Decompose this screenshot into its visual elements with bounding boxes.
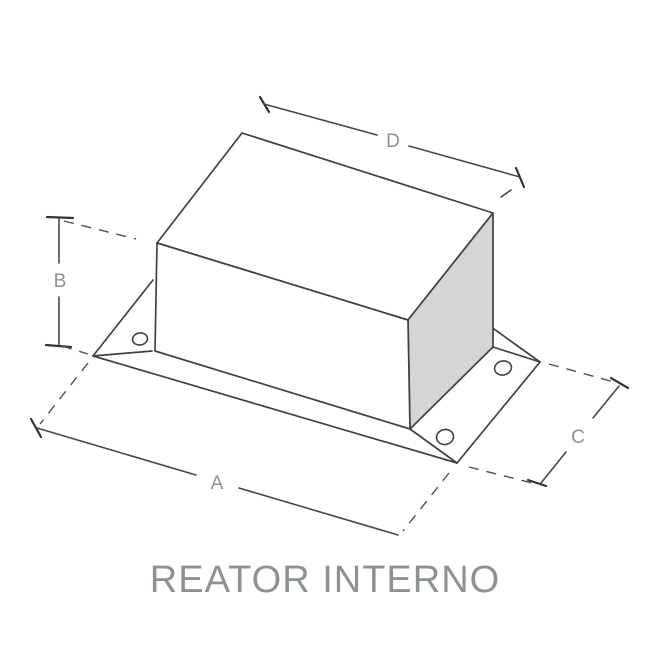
flange-back-left-edge (92, 279, 154, 357)
dimension-a-line-left (36, 427, 197, 476)
base-flange (92, 279, 541, 464)
dimension-c-tick-bottom (526, 478, 548, 488)
flange-left-corner-edge (92, 350, 153, 357)
dimension-b-extension-bottom (61, 345, 89, 355)
dimension-c-label: C (571, 427, 585, 448)
dimension-d: D (258, 95, 526, 198)
dimension-b-extension-top (63, 220, 137, 240)
dimension-a-extension-left (39, 362, 89, 425)
dimension-c-extension-top (548, 363, 615, 383)
dimension-a-tick-start (29, 417, 43, 439)
mounting-hole-left (131, 332, 149, 346)
dimension-b-label: B (54, 271, 67, 292)
mounting-hole-right-back (493, 360, 513, 376)
flange-back-right-edge (492, 346, 541, 363)
mounting-hole-right-front (435, 428, 455, 446)
flange-front-right-edge (456, 361, 541, 464)
dimension-b: B (44, 215, 137, 355)
dimension-d-line-right (408, 145, 521, 178)
dimension-c-line-top (592, 385, 620, 419)
reactor-box (154, 132, 494, 430)
dimension-d-tick-end (514, 166, 526, 189)
dimension-b-tick-bottom (44, 343, 73, 349)
diagram-title: REATOR INTERNO (150, 559, 500, 601)
flange-front-corner-edge (409, 428, 458, 464)
dimension-a: A (29, 362, 450, 536)
dimension-d-line-left (263, 103, 378, 136)
dimension-c: C (468, 363, 630, 488)
flange-right-gusset-edge (493, 328, 541, 363)
dimension-d-extension-dash (500, 189, 512, 198)
flange-front-left-edge (92, 355, 458, 464)
dimension-a-line-right (238, 487, 399, 536)
dimension-c-extension-bottom (468, 466, 537, 485)
dimension-a-label: A (211, 473, 224, 494)
dimension-d-label: D (386, 131, 400, 152)
dimension-c-line-bottom (540, 451, 567, 484)
dimension-c-tick-top (609, 376, 630, 390)
dimension-a-extension-right (402, 472, 450, 532)
dimension-b-tick-top (45, 215, 75, 220)
